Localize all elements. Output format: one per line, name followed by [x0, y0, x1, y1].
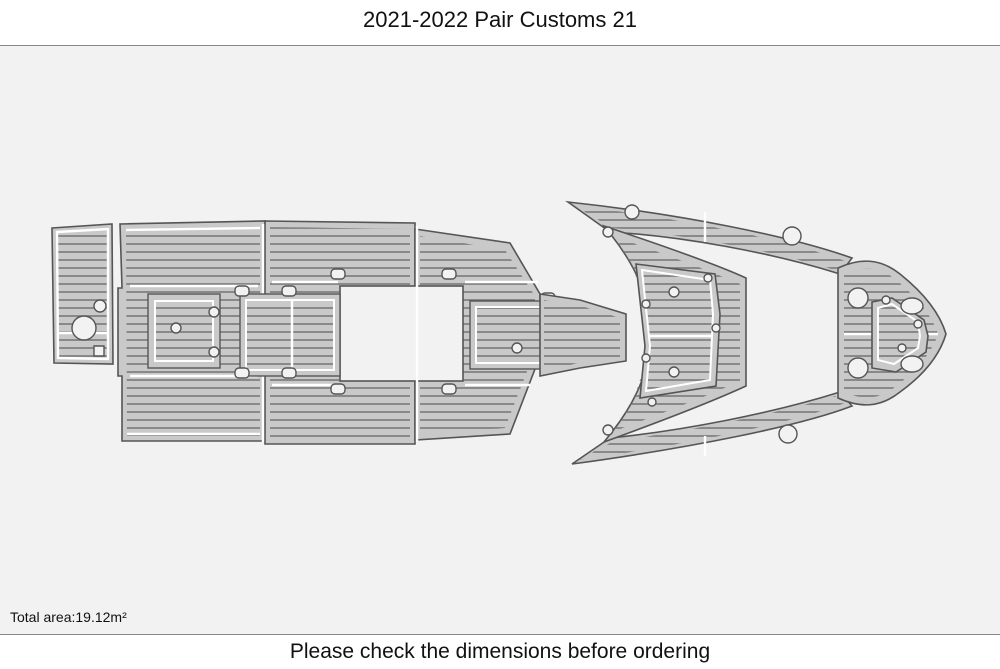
main-deck-hole-icon — [208, 306, 220, 318]
stern-drain-icon — [93, 345, 105, 357]
top-divider — [0, 45, 1000, 46]
bow-tip-hole-icon — [900, 297, 924, 315]
main-deck-hole-icon — [511, 342, 523, 354]
main-deck-slot-icon — [441, 268, 457, 280]
page-title: 2021-2022 Pair Customs 21 — [363, 7, 637, 32]
main-deck-slot-icon — [281, 367, 297, 379]
bow-hole-icon — [602, 424, 614, 436]
bow-tip-pad — [837, 260, 947, 406]
main-deck-slot-icon — [330, 383, 346, 395]
stern-pad — [51, 223, 114, 365]
bow-tip-cup-holder-icon — [847, 287, 869, 309]
diagram-canvas: Total area:19.12m² — [0, 46, 1000, 634]
bow-hole-icon — [624, 204, 640, 220]
bow-tip-hole-icon — [897, 343, 907, 353]
bow-center-pad — [601, 224, 747, 444]
main-deck-slot-icon — [441, 383, 457, 395]
bow-tip-hole-icon — [913, 319, 923, 329]
bow-tip-hole-icon — [900, 355, 924, 373]
deck-pad-diagram — [51, 200, 947, 465]
total-area-label: Total area:19.12m² — [10, 609, 127, 625]
bow-hole-icon — [641, 299, 651, 309]
main-deck-slot-icon — [234, 285, 250, 297]
main-deck-hole-icon — [170, 322, 182, 334]
bow-cup-holder-icon — [782, 226, 802, 246]
footer-note: Please check the dimensions before order… — [0, 635, 1000, 668]
main-deck-hole-icon — [208, 346, 220, 358]
main-deck-slot-icon — [330, 268, 346, 280]
main-deck-slot-icon — [234, 367, 250, 379]
main-deck-pad — [117, 220, 563, 445]
bow-hole-icon — [703, 273, 713, 283]
bow-hole-icon — [711, 323, 721, 333]
bow-hole-icon — [647, 397, 657, 407]
bow-hole-icon — [668, 286, 680, 298]
bow-cup-holder-icon — [778, 424, 798, 444]
bow-hole-icon — [602, 226, 614, 238]
stern-cup-holder-icon — [71, 315, 97, 341]
bow-starboard-pad — [571, 391, 854, 465]
bow-tip-cup-holder-icon — [847, 357, 869, 379]
stern-hole-icon — [93, 299, 107, 313]
bow-hole-icon — [641, 353, 651, 363]
bottom-divider — [0, 634, 1000, 635]
bow-port-pad — [565, 200, 854, 275]
main-deck-slot-icon — [281, 285, 297, 297]
bow-hole-icon — [668, 366, 680, 378]
bow-tip-hole-icon — [881, 295, 891, 305]
console-step-pad — [539, 293, 627, 377]
